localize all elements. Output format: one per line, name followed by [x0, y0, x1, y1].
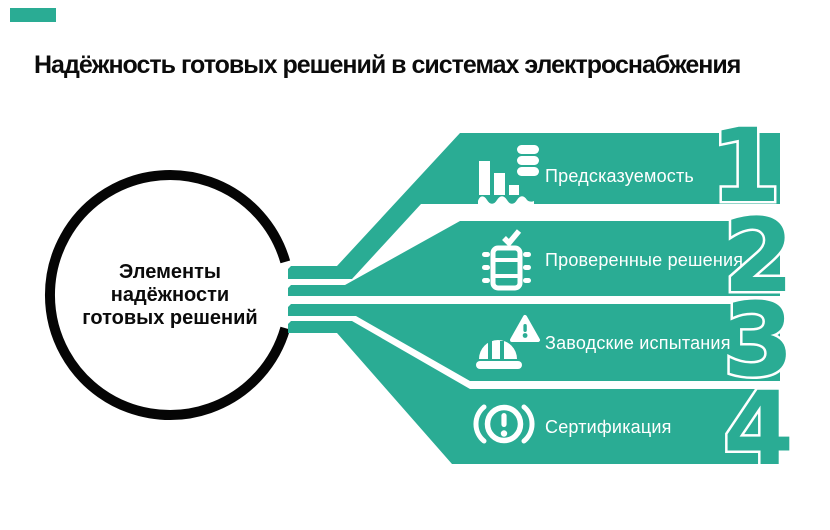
- alert-circle-icon: [473, 404, 535, 444]
- banner-shape-4: [288, 321, 780, 464]
- banner-shape-1: [288, 133, 780, 279]
- step-number-3: 3: [723, 281, 794, 400]
- brand-mark: [10, 8, 56, 22]
- banner-label-4: Сертификация: [545, 417, 672, 437]
- step-number-4: 4: [723, 370, 794, 489]
- page-title: Надёжность готовых решений в системах эл…: [34, 51, 741, 79]
- helmet-warning-icon: [476, 315, 540, 369]
- banner-shape-3: [288, 304, 780, 381]
- banner-label-2: Проверенные решения: [545, 250, 744, 270]
- banner-shape-2: [288, 221, 780, 296]
- bar-chart-database-icon: [478, 145, 539, 207]
- step-number-1: 1: [710, 107, 781, 226]
- circle-ring: [44, 170, 291, 420]
- circle-caption: Элементы надёжности готовых решений: [82, 261, 258, 329]
- chip-checkmark-icon: [482, 229, 531, 291]
- banner-label-1: Предсказуемость: [545, 166, 695, 186]
- step-number-2: 2: [723, 197, 794, 316]
- banner-label-3: Заводские испытания: [545, 333, 731, 353]
